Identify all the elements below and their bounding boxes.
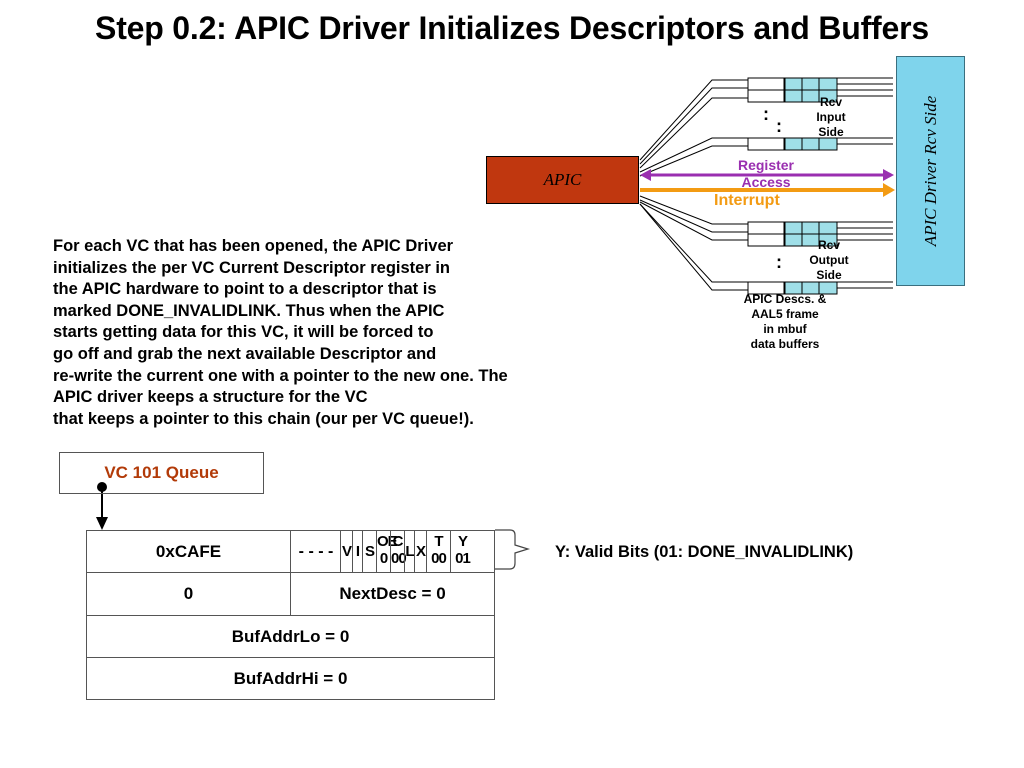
rcv-output-label: Rcv Output Side: [800, 238, 858, 283]
fan-line: [639, 199, 748, 233]
paragraph-line: the APIC hardware to point to a descript…: [53, 280, 437, 299]
fan-line: [639, 203, 748, 291]
rcv-input-line1: Rcv: [819, 95, 842, 109]
register-access-arrow: [640, 169, 894, 181]
register-access-line1: Register: [737, 157, 795, 173]
register-access-label: Register Access: [724, 157, 808, 191]
paragraph-line: that keeps a pointer to this chain (our …: [53, 409, 474, 428]
fan-line: [639, 195, 748, 225]
bit-name: X: [415, 543, 426, 560]
description-paragraph: For each VC that has been opened, the AP…: [53, 236, 623, 430]
mbuf-rect: [784, 221, 838, 235]
descriptor-rect: [747, 221, 785, 235]
bit-name: L: [405, 543, 414, 560]
paragraph-line: marked DONE_INVALIDLINK. Thus when the A…: [53, 301, 445, 320]
descs-caption-line4: data buffers: [750, 337, 820, 351]
apic-driver-box: APIC Driver Rcv Side: [896, 56, 965, 286]
descs-caption-line1: APIC Descs. &: [743, 292, 827, 306]
descs-caption-line2: AAL5 frame: [751, 307, 819, 321]
fan-line: [639, 137, 748, 173]
reserved-bits: - - - -: [298, 542, 334, 560]
descriptor-rect: [747, 77, 785, 91]
descriptor-rect: [747, 89, 785, 103]
descriptor-row2-left: 0: [183, 584, 194, 603]
buf-addr-lo-field: BufAddrLo = 0: [231, 626, 350, 646]
page-title: Step 0.2: APIC Driver Initializes Descri…: [95, 10, 929, 46]
input-ellipsis: :: [763, 104, 769, 124]
bit-value: 00: [391, 550, 407, 567]
bit-field: L: [404, 531, 415, 572]
rcv-input-line3: Side: [818, 125, 844, 139]
bit-value: 01: [455, 550, 471, 567]
buffer-chain: [747, 77, 893, 295]
next-desc-field: NextDesc = 0: [339, 584, 446, 603]
bit-value: 00: [431, 550, 447, 567]
connection-lines: [639, 79, 748, 291]
fan-line: [639, 79, 748, 161]
paragraph-line: starts getting data for this VC, it will…: [53, 323, 434, 342]
rcv-output-line3: Side: [816, 268, 842, 282]
queue-pointer-arrow: [96, 482, 108, 530]
paragraph-line: APIC driver keeps a structure for the VC: [53, 388, 368, 407]
descs-caption: APIC Descs. & AAL5 frame in mbuf data bu…: [727, 292, 843, 352]
output-ellipsis: :: [776, 252, 782, 272]
row-divider: [87, 615, 494, 616]
paragraph-line: For each VC that has been opened, the AP…: [53, 237, 454, 255]
rcv-input-line2: Input: [816, 110, 846, 124]
register-access-line2: Access: [741, 174, 791, 190]
bit-value: 0: [379, 550, 388, 567]
valid-bits-brace: [495, 529, 531, 570]
interrupt-label: Interrupt: [714, 192, 780, 209]
descs-caption-line3: in mbuf: [763, 322, 807, 336]
bit-name: C: [392, 533, 404, 550]
rcv-input-label: Rcv Input Side: [806, 95, 856, 140]
fan-line: [639, 145, 748, 177]
row-divider: [87, 657, 494, 658]
fan-line: [639, 87, 748, 165]
bit-field: I: [352, 531, 362, 572]
interrupt-arrow: [640, 183, 895, 197]
paragraph-line: initializes the per VC Current Descripto…: [53, 258, 451, 277]
descriptor-rect: [747, 233, 785, 247]
bit-name: OE: [377, 533, 398, 550]
fan-line: [639, 97, 748, 169]
buf-addr-hi-field: BufAddrHi = 0: [233, 668, 348, 688]
bit-name: S: [364, 543, 375, 560]
bit-field: X: [414, 531, 426, 572]
apic-box: APIC: [486, 156, 639, 204]
fan-line: [639, 203, 748, 283]
descriptor-address: 0xCAFE: [155, 541, 222, 561]
bit-name: V: [341, 543, 352, 560]
bit-name: I: [355, 543, 360, 560]
bit-name: T: [434, 533, 443, 550]
fan-line: [639, 201, 748, 241]
column-divider: [290, 531, 291, 615]
descriptor-rect: [747, 137, 785, 151]
bit-field: S: [362, 531, 376, 572]
valid-bits-note: Y: Valid Bits (01: DONE_INVALIDLINK): [555, 543, 854, 561]
rcv-output-line1: Rcv: [817, 238, 840, 252]
vc-queue-box: VC 101 Queue: [59, 452, 264, 494]
paragraph-line: re-write the current one with a pointer …: [53, 366, 508, 385]
rcv-output-line2: Output: [809, 253, 849, 267]
bit-name: Y: [457, 533, 468, 550]
apic-label: APIC: [543, 170, 582, 189]
mbuf-rect: [784, 77, 838, 91]
vc-queue-label: VC 101 Queue: [104, 463, 219, 482]
paragraph-line: go off and grab the next available Descr…: [53, 344, 437, 363]
bit-field: V: [340, 531, 352, 572]
input-ellipsis-2: :: [776, 116, 782, 136]
driver-label: APIC Driver Rcv Side: [920, 95, 940, 247]
